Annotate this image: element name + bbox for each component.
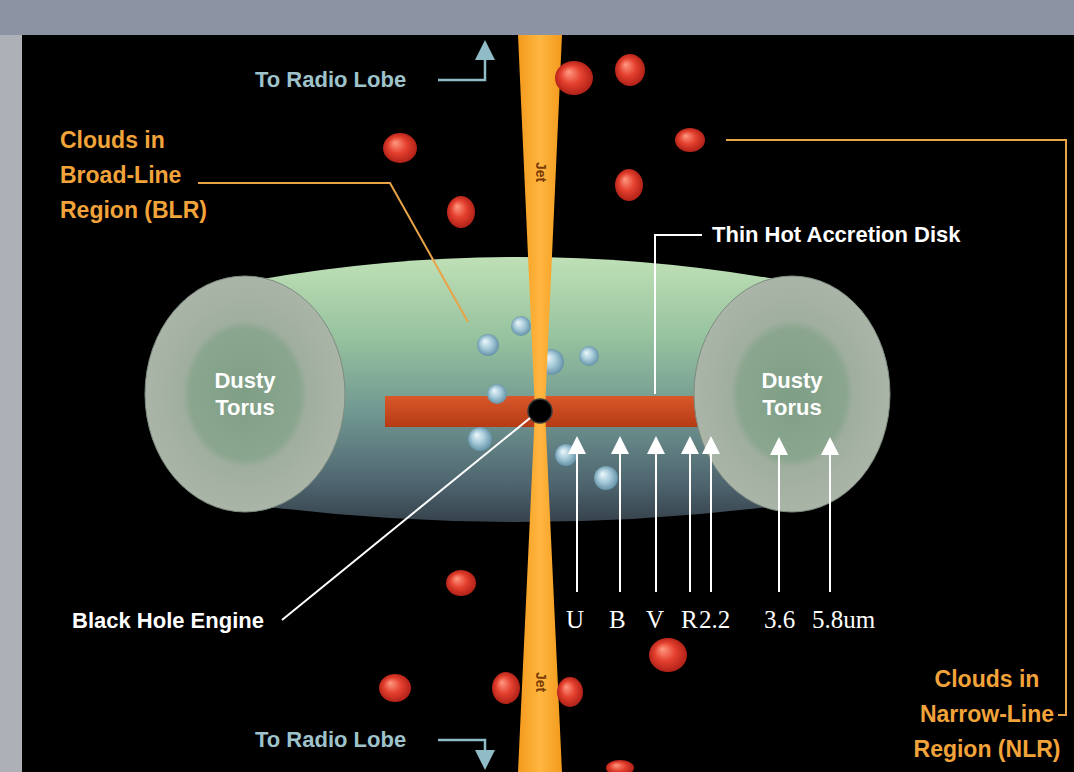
leader-line [282,418,530,620]
band-label: 5.8um [812,604,875,635]
wavelength-arrows [577,445,830,592]
torus-label: Dusty Torus [195,367,295,422]
jet-label: Jet [531,162,549,182]
torus-section: Dusty Torus [694,276,890,512]
disk-label: Thin Hot Accretion Disk [712,221,961,249]
leader-line [198,183,468,322]
engine-label: Black Hole Engine [72,607,264,635]
torus-face [694,276,890,512]
torus-section: Dusty Torus [145,276,345,512]
lobe-label: To Radio Lobe [255,726,406,754]
leader-line [655,235,702,394]
torus-label: Dusty Torus [742,367,842,422]
lobe-pointer [438,740,485,760]
band-label: B [609,604,626,635]
band-label: 2.2 [699,604,730,635]
band-label: R [681,604,698,635]
region-label: Clouds in Broad-Line Region (BLR) [60,123,210,228]
lobe-label: To Radio Lobe [255,66,406,94]
band-label: 3.6 [764,604,795,635]
jet-label: Jet [531,672,549,692]
region-label: Clouds in Narrow-Line Region (NLR) [912,662,1062,767]
lobe-pointer [438,50,485,80]
band-label: U [566,604,584,635]
torus-face [145,276,345,512]
band-label: V [646,604,664,635]
